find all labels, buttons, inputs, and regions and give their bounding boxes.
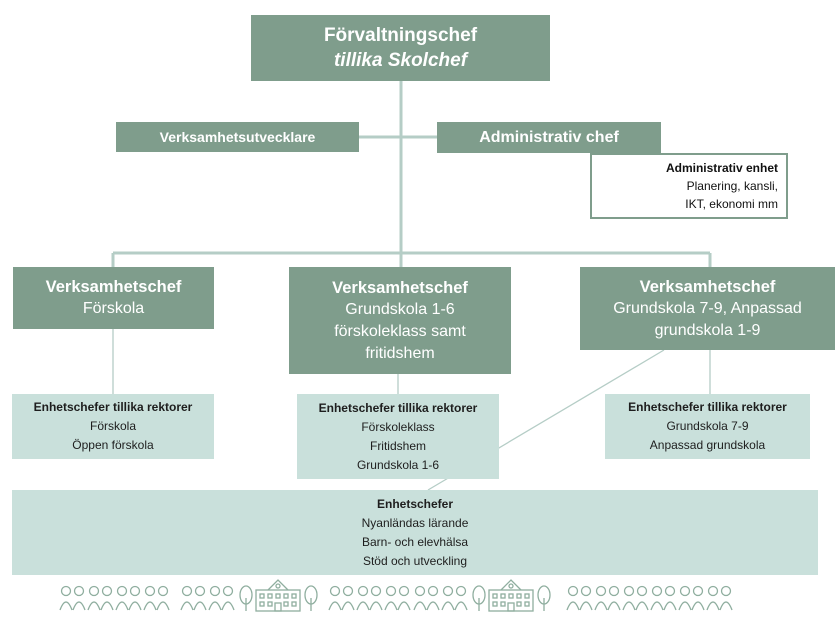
- units-line: Stöd och utveckling: [362, 553, 468, 568]
- division-title: Verksamhetschef: [639, 277, 776, 296]
- leaders-line: Fritidshem: [369, 438, 426, 453]
- people-group-icon: [384, 585, 411, 611]
- people-group-icon: [650, 585, 677, 611]
- people-group-icon: [413, 585, 440, 611]
- people-group-icon: [622, 585, 649, 611]
- admin-unit-line: IKT, ekonomi mm: [685, 197, 778, 211]
- people-group-icon: [441, 585, 468, 611]
- leaders-title: Enhetschefer tillika rektorer: [318, 400, 478, 415]
- developer-label: Verksamhetsutvecklare: [159, 129, 316, 145]
- tree-icon: [304, 585, 318, 611]
- leaders-line: Anpassad grundskola: [649, 438, 766, 452]
- division-title: Verksamhetschef: [332, 278, 468, 297]
- people-group-icon: [678, 585, 705, 611]
- tree-icon: [472, 585, 486, 611]
- units-line: Barn- och elevhälsa: [361, 534, 469, 549]
- division-line: Förskola: [82, 300, 145, 317]
- head-of-administration-box: Förvaltningschef tillika Skolchef: [251, 15, 550, 81]
- leaders-line: Förskola: [89, 419, 136, 433]
- people-group-icon: [706, 585, 733, 611]
- admin-chief-label: Administrativ chef: [479, 128, 619, 146]
- people-group-icon: [356, 585, 383, 611]
- division-title: Verksamhetschef: [45, 278, 182, 296]
- people-group-icon: [180, 585, 207, 611]
- head-title: Förvaltningschef: [323, 25, 478, 46]
- school-building-icon: [488, 579, 534, 612]
- division-line: Grundskola 1-6: [345, 300, 455, 318]
- leaders-secondary-box: Enhetschefer tillika rektorer Grundskola…: [605, 394, 810, 459]
- division-preschool-box: Verksamhetschef Förskola: [13, 267, 214, 329]
- leaders-line: Öppen förskola: [72, 438, 154, 452]
- units-line: Nyanländas lärande: [361, 515, 469, 530]
- people-group-icon: [594, 585, 621, 611]
- people-group-icon: [566, 585, 593, 611]
- leaders-line: Grundskola 7-9: [666, 419, 749, 433]
- division-line: Grundskola 7-9, Anpassad: [613, 299, 802, 317]
- school-building-icon: [255, 579, 301, 612]
- people-group-icon: [328, 585, 355, 611]
- division-secondary-box: Verksamhetschef Grundskola 7-9, Anpassad…: [580, 267, 835, 350]
- decorative-icon-strip: [59, 579, 733, 612]
- business-developer-box: Verksamhetsutvecklare: [116, 122, 359, 152]
- leaders-line: Förskoleklass: [361, 419, 435, 434]
- leaders-primary-box: Enhetschefer tillika rektorer Förskolekl…: [297, 394, 499, 479]
- leaders-preschool-box: Enhetschefer tillika rektorer Förskola Ö…: [12, 394, 214, 459]
- division-line: grundskola 1-9: [654, 321, 761, 339]
- division-primary-box: Verksamhetschef Grundskola 1-6 förskolek…: [289, 267, 511, 374]
- division-line: förskoleklass samt: [334, 322, 466, 340]
- tree-icon: [239, 585, 253, 611]
- leaders-title: Enhetschefer tillika rektorer: [33, 400, 193, 414]
- people-group-icon: [87, 585, 114, 611]
- admin-unit-box: Administrativ enhet Planering, kansli, I…: [590, 153, 788, 219]
- leaders-title: Enhetschefer tillika rektorer: [628, 400, 787, 414]
- leaders-line: Grundskola 1-6: [356, 457, 440, 472]
- people-group-icon: [115, 585, 142, 611]
- admin-unit-title: Administrativ enhet: [665, 161, 778, 175]
- tree-icon: [537, 585, 551, 611]
- units-title: Enhetschefer: [376, 496, 454, 511]
- head-subtitle: tillika Skolchef: [333, 50, 468, 71]
- division-line: fritidshem: [365, 344, 435, 362]
- unit-managers-box: Enhetschefer Nyanländas lärande Barn- oc…: [12, 490, 818, 575]
- admin-chief-box: Administrativ chef: [437, 122, 661, 153]
- people-group-icon: [59, 585, 86, 611]
- admin-unit-line: Planering, kansli,: [686, 179, 778, 193]
- people-group-icon: [208, 585, 235, 611]
- people-group-icon: [143, 585, 170, 611]
